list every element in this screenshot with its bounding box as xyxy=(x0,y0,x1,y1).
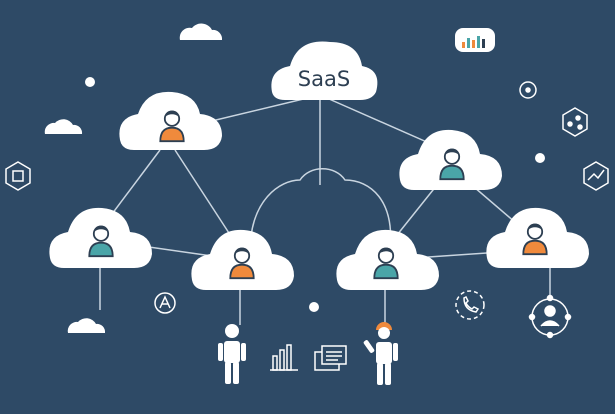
user-cloud-top-right xyxy=(399,129,502,190)
worker-icon xyxy=(363,322,398,385)
decor-dot-2 xyxy=(535,153,545,163)
user-cloud-mid-right xyxy=(486,207,589,268)
network-hexagon-icon xyxy=(562,107,588,137)
user-network-icon xyxy=(528,294,572,339)
ai-icon xyxy=(154,292,176,314)
decor-cloud-top xyxy=(179,23,223,40)
bar-chart-icon xyxy=(455,28,495,52)
saas-hub-cloud: SaaS xyxy=(271,41,378,100)
decor-dot-3 xyxy=(309,302,319,312)
trend-chart-icon xyxy=(583,161,609,191)
user-cloud-mid-left xyxy=(49,207,153,268)
phone-icon xyxy=(455,290,485,320)
decor-dot-1 xyxy=(85,77,95,87)
decor-cloud-bottom xyxy=(67,318,106,333)
decor-cloud-left xyxy=(44,119,83,134)
user-cloud-center-left xyxy=(191,229,294,290)
decor-clouds xyxy=(44,23,545,333)
user-cloud-center-right xyxy=(336,229,439,290)
circuit-icon xyxy=(5,161,31,191)
user-cloud-top-left xyxy=(119,91,222,150)
person-icon xyxy=(218,324,246,384)
settings-node-icon xyxy=(519,81,537,99)
bar-graph-icon xyxy=(270,344,298,371)
saas-hub-label: SaaS xyxy=(298,67,350,91)
document-icon xyxy=(314,345,347,371)
